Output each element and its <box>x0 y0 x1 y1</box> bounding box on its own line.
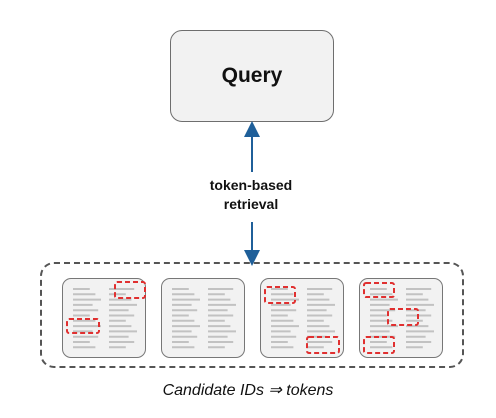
token-highlight <box>114 281 146 299</box>
document-lines-2 <box>172 288 236 349</box>
candidate-group <box>40 262 464 368</box>
document-card-1 <box>62 278 146 358</box>
retrieval-label: token-based retrieval <box>186 176 316 214</box>
document-lines-4 <box>363 282 434 354</box>
document-card-4 <box>359 278 443 358</box>
token-highlight <box>306 336 340 354</box>
retrieval-label-line1: token-based <box>209 177 293 193</box>
query-label: Query <box>221 64 283 87</box>
query-box: Query <box>170 30 334 122</box>
document-lines-1 <box>66 281 146 349</box>
caption: Candidate IDs ⇒ tokens <box>162 382 334 399</box>
document-lines-3 <box>264 286 340 354</box>
token-highlight <box>387 308 419 326</box>
token-highlight <box>363 336 395 354</box>
retrieval-label-line2: retrieval <box>223 196 279 212</box>
document-card-2 <box>161 278 245 358</box>
document-card-3 <box>260 278 344 358</box>
token-highlight <box>66 318 100 334</box>
token-highlight <box>264 286 296 304</box>
token-highlight <box>363 282 395 298</box>
